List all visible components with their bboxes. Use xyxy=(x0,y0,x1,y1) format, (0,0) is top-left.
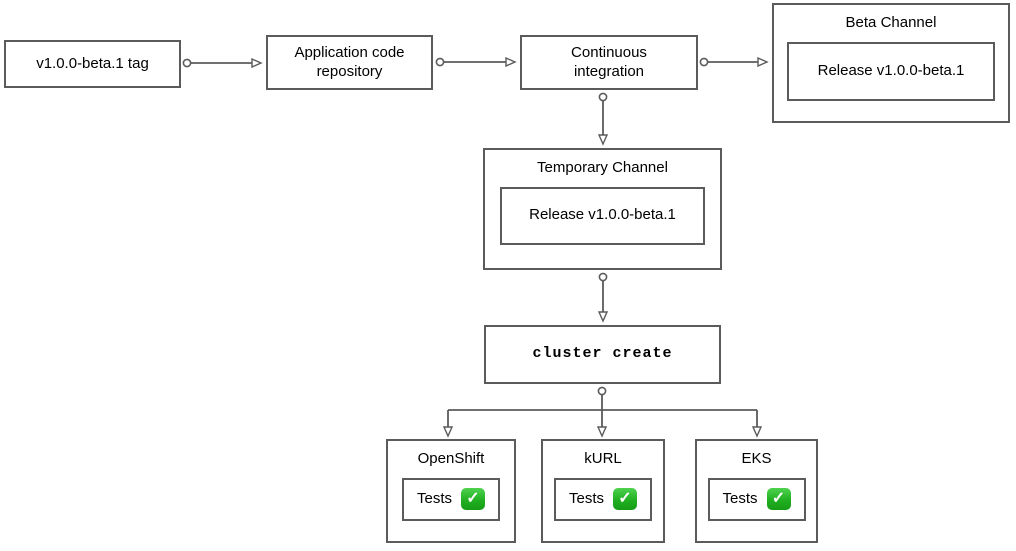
kurl-tests-row: Tests ✓ xyxy=(568,488,637,511)
node-continuous-integration[interactable]: Continuous integration xyxy=(520,35,698,90)
node-version-tag[interactable]: v1.0.0-beta.1 tag xyxy=(4,40,181,88)
check-mark-icon: ✓ xyxy=(613,488,637,511)
app-code-repository-label: Application code repository xyxy=(294,43,405,80)
node-beta-channel[interactable]: Beta Channel Release v1.0.0-beta.1 xyxy=(772,3,1010,123)
node-cluster-create[interactable]: cluster create xyxy=(484,325,721,384)
node-kurl[interactable]: kURL Tests ✓ xyxy=(541,439,665,543)
cluster-create-label: cluster create xyxy=(532,345,673,363)
openshift-tests-row: Tests ✓ xyxy=(416,488,485,511)
eks-tests-row: Tests ✓ xyxy=(722,488,791,511)
eks-tests-box[interactable]: Tests ✓ xyxy=(707,477,806,521)
beta-channel-title: Beta Channel xyxy=(845,14,937,31)
check-mark-icon: ✓ xyxy=(461,488,485,511)
kurl-tests-box[interactable]: Tests ✓ xyxy=(554,477,652,521)
version-tag-label: v1.0.0-beta.1 tag xyxy=(36,54,149,72)
eks-tests-label: Tests xyxy=(722,489,758,507)
node-app-code-repository[interactable]: Application code repository xyxy=(266,35,433,90)
node-eks[interactable]: EKS Tests ✓ xyxy=(695,439,818,543)
node-temporary-channel[interactable]: Temporary Channel Release v1.0.0-beta.1 xyxy=(483,148,722,270)
temporary-channel-title: Temporary Channel xyxy=(537,159,668,176)
beta-channel-release-label: Release v1.0.0-beta.1 xyxy=(817,61,965,79)
kurl-title: kURL xyxy=(584,450,622,467)
kurl-tests-label: Tests xyxy=(568,489,604,507)
openshift-tests-label: Tests xyxy=(416,489,452,507)
beta-channel-release-box[interactable]: Release v1.0.0-beta.1 xyxy=(787,41,995,101)
node-openshift[interactable]: OpenShift Tests ✓ xyxy=(386,439,516,543)
check-mark-icon: ✓ xyxy=(766,488,791,511)
temporary-channel-release-label: Release v1.0.0-beta.1 xyxy=(529,206,676,224)
continuous-integration-label: Continuous integration xyxy=(571,43,647,80)
eks-title: EKS xyxy=(741,450,772,467)
openshift-title: OpenShift xyxy=(417,450,485,467)
openshift-tests-box[interactable]: Tests ✓ xyxy=(402,477,500,521)
temporary-channel-release-box[interactable]: Release v1.0.0-beta.1 xyxy=(500,186,705,245)
